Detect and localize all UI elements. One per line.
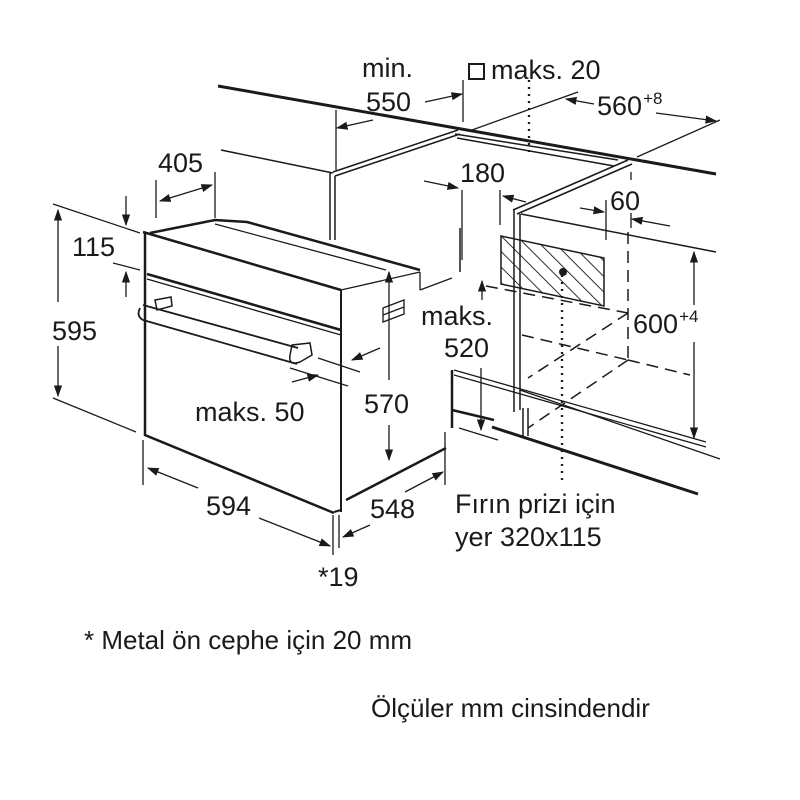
dim-560-value: 560 [597, 91, 643, 121]
cabinet-niche [220, 129, 721, 496]
dim-600: 600+4 [633, 308, 698, 339]
oven [137, 218, 453, 515]
dim-560-tolerance: +8 [643, 89, 663, 108]
square-symbol-icon [468, 63, 485, 80]
dim-front-thickness: *19 [318, 562, 359, 592]
dim-594: 594 [206, 491, 252, 521]
dim-115: 115 [72, 232, 116, 262]
dim-countertop-max-text: maks. 20 [491, 55, 601, 85]
countertop [217, 84, 721, 176]
socket-centerline [527, 80, 564, 480]
dim-bottom-max-label: maks. [421, 301, 494, 331]
dim-180: 180 [460, 158, 506, 188]
socket-zone-dashed [485, 232, 691, 429]
dim-570: 570 [364, 389, 410, 419]
dim-600-value: 600 [633, 309, 679, 339]
dim-handle-max: maks. 50 [195, 397, 305, 427]
socket-note-line1: Fırın prizi için [455, 489, 616, 519]
dim-countertop-max: maks. 20 [468, 57, 601, 84]
socket-area-hatched [500, 235, 605, 307]
socket-note-line2: yer 320x115 [455, 522, 602, 552]
dim-520: 520 [444, 333, 490, 363]
footnote-units: Ölçüler mm cinsindendir [371, 693, 650, 723]
dim-550: 550 [366, 87, 412, 117]
dim-min-label: min. [362, 53, 414, 83]
dim-405: 405 [158, 148, 204, 178]
dim-600-tolerance: +4 [679, 307, 699, 326]
dimension-lines [52, 80, 718, 555]
dim-560: 560+8 [597, 90, 662, 121]
dim-60: 60 [610, 186, 641, 216]
dim-595: 595 [52, 316, 98, 346]
dim-548: 548 [370, 494, 416, 524]
footnote-metal-front: * Metal ön cephe için 20 mm [84, 625, 413, 655]
